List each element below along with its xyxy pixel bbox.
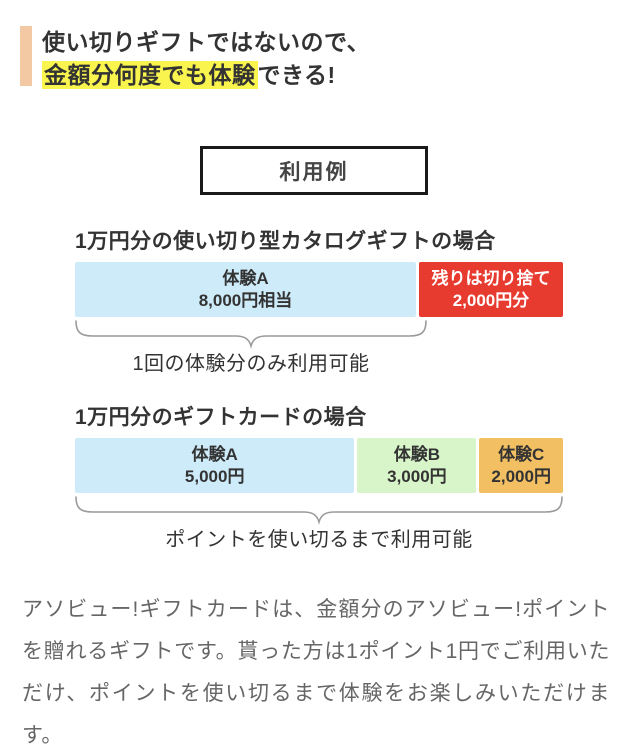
bar-segment-experience-a: 体験A 8,000円相当 [75, 262, 416, 317]
curly-brace-icon [75, 496, 563, 525]
usage-example-box: 利用例 [200, 146, 428, 195]
gift-card-bar: 体験A 5,000円 体験B 3,000円 体験C 2,000円 [75, 438, 563, 493]
segment-amount: 3,000円 [387, 466, 447, 486]
section-gift-card-title: 1万円分のギフトカードの場合 [75, 406, 367, 429]
curly-brace-icon [75, 320, 427, 349]
headline-accent-bar [20, 26, 32, 86]
brace-under-experience-a [75, 319, 563, 349]
segment-amount: 8,000円相当 [198, 290, 293, 310]
bar-segment-experience-c: 体験C 2,000円 [479, 438, 563, 493]
headline-line1: 使い切りギフトではないので、 [42, 29, 371, 55]
segment-name: 体験A [191, 444, 238, 464]
segment-name: 体験B [393, 444, 441, 464]
bar-segment-experience-b: 体験B 3,000円 [357, 438, 477, 493]
segment-amount: 2,000円分 [452, 290, 530, 310]
catalog-gift-bar: 体験A 8,000円相当 残りは切り捨て 2,000円分 [75, 262, 563, 317]
segment-name: 体験A [222, 268, 269, 288]
segment-amount: 2,000円 [491, 466, 551, 486]
gift-card-caption: ポイントを使い切るまで利用可能 [165, 529, 473, 551]
section-catalog-gift: 1万円分の使い切り型カタログギフトの場合 体験A 8,000円相当 残りは切り捨… [75, 228, 563, 377]
section-catalog-gift-title: 1万円分の使い切り型カタログギフトの場合 [75, 230, 496, 253]
bar-segment-discarded-remainder: 残りは切り捨て 2,000円分 [418, 262, 563, 317]
segment-name: 残りは切り捨て [431, 268, 551, 288]
headline-text: 使い切りギフトではないので、 金額分何度でも体験できる! [42, 26, 370, 92]
headline-line2: 金額分何度でも体験できる! [42, 59, 370, 92]
headline-highlighted-phrase: 金額分何度でも体験 [42, 61, 258, 89]
headline: 使い切りギフトではないので、 金額分何度でも体験できる! [0, 0, 640, 92]
headline-line2-rest: できる! [257, 62, 336, 88]
bar-segment-experience-a: 体験A 5,000円 [75, 438, 355, 493]
catalog-gift-caption: 1回の体験分のみ利用可能 [132, 353, 370, 375]
footer-paragraph: アソビュー!ギフトカードは、金額分のアソビュー!ポイントを贈れるギフトです。貰っ… [22, 598, 610, 747]
segment-name: 体験C [498, 444, 545, 464]
segment-amount: 5,000円 [184, 466, 245, 486]
section-gift-card: 1万円分のギフトカードの場合 体験A 5,000円 体験B 3,000円 体験C… [75, 404, 563, 553]
brace-under-full-bar [75, 495, 563, 525]
